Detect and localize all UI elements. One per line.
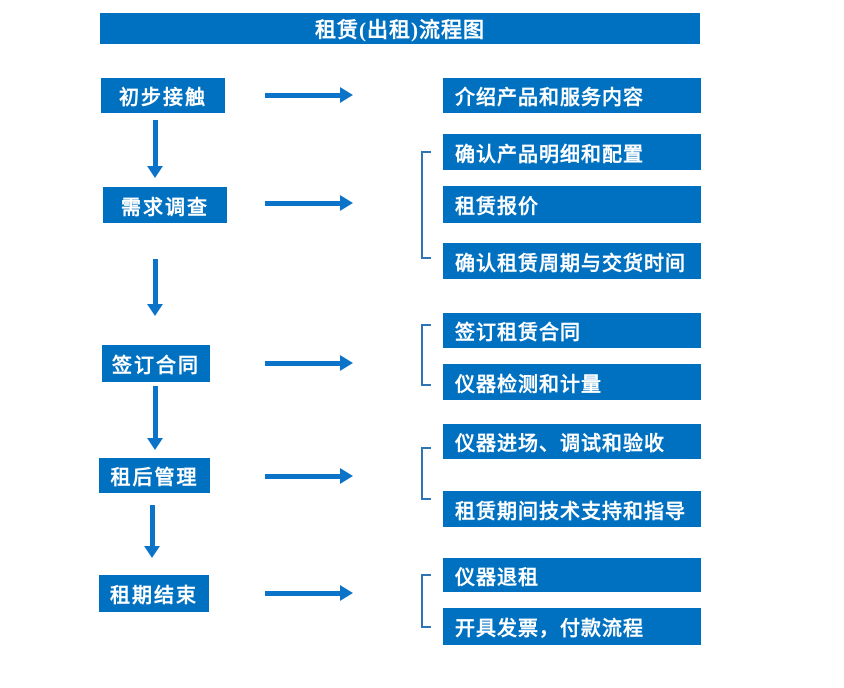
detail-box-intro-products: 介绍产品和服务内容	[443, 78, 701, 113]
step-box-sign-contract: 签订合同	[102, 345, 210, 382]
detail-box-invoice-payment: 开具发票，付款流程	[443, 608, 701, 645]
arrow-shaft	[265, 590, 340, 596]
bracket-group-post-rental	[421, 447, 431, 500]
arrow-down-icon	[144, 505, 160, 558]
detail-box-confirm-period: 确认租赁周期与交货时间	[443, 243, 701, 279]
arrow-right-icon	[265, 585, 353, 601]
arrow-shaft	[265, 200, 340, 206]
arrow-right-icon	[265, 87, 353, 103]
bracket-group-sign-contract	[421, 324, 431, 386]
arrow-down-icon	[147, 386, 163, 450]
arrow-shaft	[152, 259, 158, 304]
detail-box-instrument-test: 仪器检测和计量	[443, 364, 701, 400]
detail-box-confirm-config: 确认产品明细和配置	[443, 134, 701, 170]
detail-box-instrument-return: 仪器退租	[443, 558, 701, 592]
arrow-right-icon	[265, 195, 353, 211]
step-box-post-rental: 租后管理	[99, 458, 210, 493]
arrow-shaft	[152, 386, 158, 438]
bracket-group-lease-end	[421, 574, 431, 628]
arrow-down-icon	[147, 120, 163, 178]
arrow-head	[147, 166, 163, 178]
arrow-head	[340, 195, 353, 211]
bracket-group-demand-survey	[421, 151, 431, 259]
arrow-head	[147, 304, 163, 316]
arrow-right-icon	[265, 355, 353, 371]
step-box-initial-contact: 初步接触	[101, 78, 225, 113]
detail-box-sign-lease: 签订租赁合同	[443, 313, 701, 348]
arrow-head	[340, 585, 353, 601]
arrow-shaft	[265, 92, 340, 98]
arrow-head	[144, 546, 160, 558]
arrow-head	[340, 87, 353, 103]
arrow-shaft	[265, 360, 340, 366]
detail-box-tech-support: 租赁期间技术支持和指导	[443, 491, 701, 527]
arrow-shaft	[152, 120, 158, 166]
arrow-right-icon	[265, 468, 353, 484]
arrow-shaft	[149, 505, 155, 546]
arrow-head	[340, 468, 353, 484]
step-box-lease-end: 租期结束	[99, 575, 209, 612]
detail-box-rental-quote: 租赁报价	[443, 186, 701, 223]
arrow-down-icon	[147, 259, 163, 316]
step-box-demand-survey: 需求调查	[103, 187, 227, 223]
arrow-shaft	[265, 473, 340, 479]
arrow-head	[147, 438, 163, 450]
arrow-head	[340, 355, 353, 371]
flowchart-title: 租赁(出租)流程图	[100, 13, 700, 44]
detail-box-instrument-setup: 仪器进场、调试和验收	[443, 424, 701, 459]
